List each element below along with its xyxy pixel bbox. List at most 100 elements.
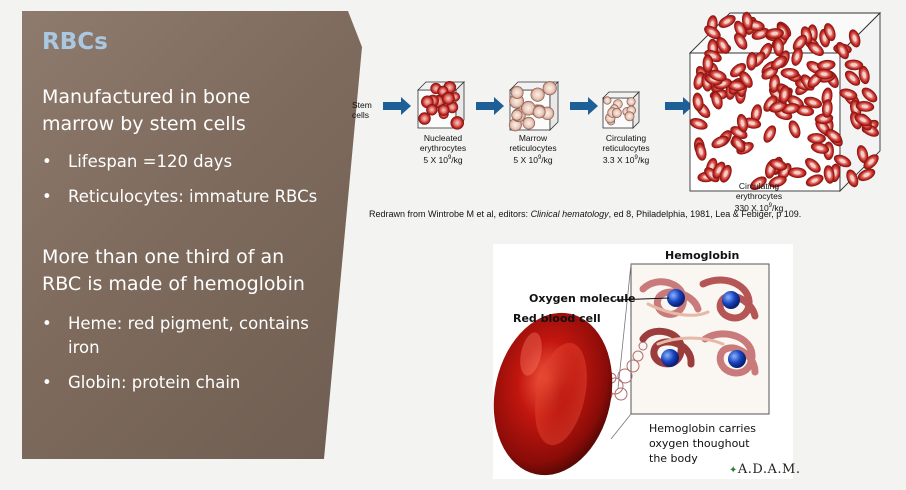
erythrocyte-center: [709, 29, 716, 35]
erythrocyte-center: [733, 83, 741, 88]
cell: [450, 116, 465, 130]
red-blood-cell-center: [535, 342, 587, 446]
bullet-dot: •: [42, 187, 52, 206]
small-cubes: [417, 80, 640, 132]
hemoglobin-illustration: Hemoglobin Oxygen molecule Red blood cel…: [493, 244, 800, 479]
erythrocyte-center: [768, 165, 773, 173]
erythrocyte-center: [812, 46, 819, 52]
erythrocyte-center: [772, 80, 777, 88]
erythrocyte-center: [696, 98, 700, 106]
erythrocyte-center: [825, 105, 830, 113]
erythrocyte-center: [723, 19, 731, 24]
cell: [624, 111, 635, 122]
erythrocyte-center: [827, 28, 832, 36]
erythrocyte-center: [822, 63, 830, 68]
erythrocyte-center: [706, 60, 710, 68]
erythrocyte-center: [716, 167, 722, 174]
erythrocyte-center: [774, 162, 782, 167]
erythrocyte-center: [715, 96, 719, 104]
carries-line: Hemoglobin carries: [649, 422, 756, 435]
erythrocyte-center: [752, 23, 759, 28]
erythrocyte-center: [720, 42, 726, 49]
erythrocyte-center: [863, 172, 870, 178]
bullet-text: Reticulocytes: immature RBCs: [68, 187, 318, 206]
erythrocyte-center: [697, 77, 702, 85]
erythrocyte-center: [782, 168, 788, 175]
slide-title: RBCs: [42, 29, 108, 55]
text-panel: RBCs Manufactured in bone marrow by stem…: [22, 11, 362, 459]
erythrocyte-center: [860, 150, 865, 158]
erythrocyte-center: [754, 109, 759, 117]
erythrocyte-center: [801, 108, 809, 113]
bullet-dot: •: [42, 152, 52, 171]
erythrocyte-center: [735, 130, 743, 135]
erythrocyte-center: [767, 100, 773, 107]
oxygen-molecule: [722, 291, 740, 309]
erythrocyte-center: [738, 38, 744, 45]
oxygen-molecule: [661, 349, 679, 367]
erythrocyte-center: [866, 92, 873, 98]
erythrocyte-center: [822, 34, 827, 42]
stage-name: Circulating erythrocytes: [735, 181, 783, 201]
erythrocyte-center: [820, 116, 828, 121]
carries-line: oxygen thoughout: [649, 437, 750, 450]
oxygen-pointer: [614, 297, 670, 301]
erythrocyte-center: [844, 92, 852, 97]
cell: [510, 86, 524, 99]
cell: [532, 105, 546, 119]
erythrocyte-center: [766, 70, 773, 76]
stage-label: Nucleated erythrocytes 5 X 109/kg: [413, 133, 473, 165]
cell: [426, 104, 438, 116]
erythrocyte-center: [862, 71, 867, 79]
cell: [441, 91, 455, 105]
erythrocyte-center: [792, 99, 799, 105]
hemoglobin-title: Hemoglobin: [665, 249, 740, 262]
process-arrows: [383, 97, 693, 115]
cell: [522, 116, 536, 130]
stage-count: 3.3 X 109/kg: [602, 154, 650, 165]
erythrocyte-center: [738, 26, 743, 33]
stage-count: 330 X 109/kg: [734, 202, 784, 213]
erythrocyte-center: [849, 75, 856, 81]
erythrocyte-center: [757, 31, 764, 36]
stage-count: 5 X 109/kg: [423, 154, 463, 165]
erythrocyte-center: [695, 121, 703, 126]
erythrocyte-center: [786, 71, 794, 76]
stage-label: Circulating erythrocytes 330 X 109/kg: [724, 181, 794, 213]
erythrocyte-center: [771, 31, 779, 36]
bullet-text: Globin: protein chain: [68, 373, 241, 392]
process-arrow: [665, 97, 693, 115]
erythrocyte-center: [774, 104, 782, 109]
cell: [542, 81, 557, 96]
cell-cube: [602, 91, 640, 129]
hemoglobin-carries-text: Hemoglobin carries oxygen thoughout the …: [649, 421, 756, 466]
erythrocyte-center: [735, 67, 742, 73]
stage-label: Marrow reticulocytes 5 X 109/kg: [503, 133, 563, 165]
erythrocyte-center: [745, 17, 750, 25]
stage-name: Nucleated erythrocytes: [419, 133, 467, 153]
erythrocyte-center: [827, 171, 832, 178]
process-arrow: [383, 97, 411, 115]
erythrocyte-center: [850, 63, 858, 67]
erythrocyte-center: [812, 77, 818, 84]
erythrocyte-center: [809, 100, 817, 105]
bullet-text: Heme: red pigment, contains iron: [68, 314, 309, 357]
paragraph-bone-marrow: Manufactured in bone marrow by stem cell…: [42, 86, 251, 135]
erythrocyte-center: [723, 170, 728, 178]
erythrocyte-center: [810, 162, 816, 169]
erythrocyte-center: [816, 146, 824, 151]
carries-line: the body: [649, 452, 698, 465]
erythrocyte-center: [787, 106, 795, 111]
circulating-erythrocytes-cube: [688, 11, 882, 193]
paragraph-hemoglobin: More than one third of an RBC is made of…: [42, 246, 305, 295]
diagram-caption: Redrawn from Wintrobe M et al, editors: …: [369, 209, 802, 219]
erythrocyte-center: [748, 121, 756, 126]
erythrocyte-center: [755, 180, 762, 186]
erythrocyte-center: [840, 47, 845, 54]
hemoglobin-drawing: [493, 263, 770, 476]
erythrocyte-center: [740, 119, 745, 127]
erythrocyte-center: [716, 139, 724, 145]
cell: [511, 109, 523, 121]
red-blood-cell-highlight: [520, 332, 542, 376]
erythrocyte-center: [795, 53, 800, 61]
